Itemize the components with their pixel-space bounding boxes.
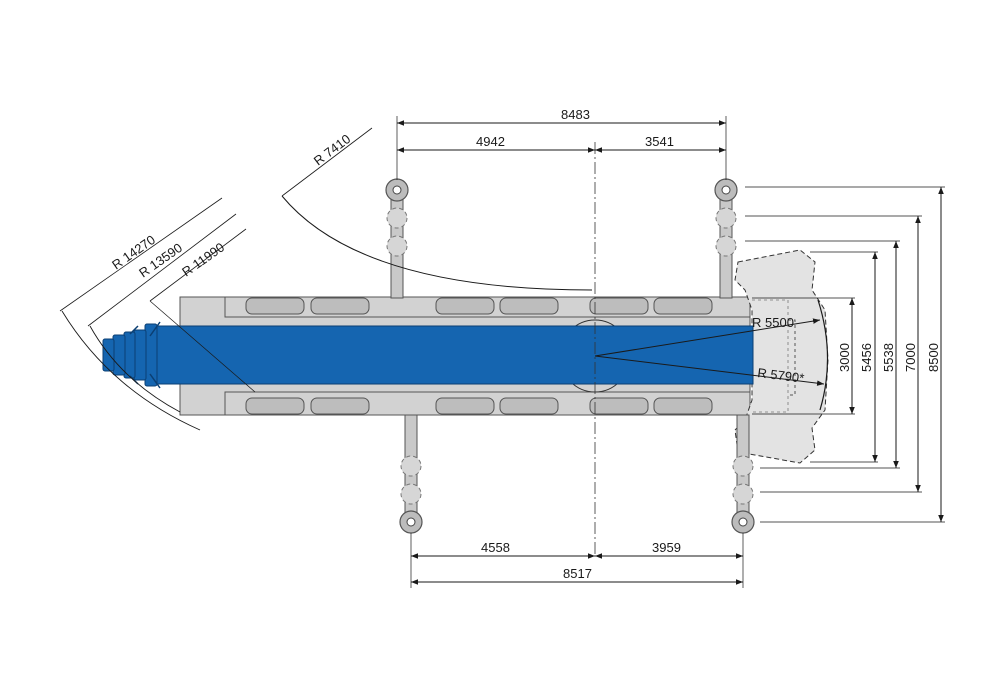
wheel: [310, 297, 370, 315]
radius-7410-arc: [281, 195, 593, 291]
radius-7410-leader: [281, 127, 373, 197]
tail-swing-arc: [817, 299, 829, 411]
driver-cab: [734, 249, 829, 464]
boom: [102, 321, 754, 389]
boom-radius-guide: [149, 300, 256, 393]
top-dimensions: 8483 4942 3541: [396, 107, 727, 180]
radius-label-5790: R 5790*: [757, 365, 805, 386]
wheel: [653, 297, 713, 315]
radius-5500-line: [594, 318, 821, 357]
wheel: [653, 397, 713, 415]
dimension-label-8500: 8500: [926, 343, 941, 372]
wheel: [435, 297, 495, 315]
dimension-label-top-total: 8483: [561, 107, 590, 122]
width-dimensions: 3000 5456 5538 7000 8500: [745, 186, 945, 523]
radius-13590-leader: [87, 213, 237, 327]
wheel: [310, 397, 370, 415]
dimension-label-bottom-right: 3959: [652, 540, 681, 555]
radius-13590-arc: [89, 325, 181, 413]
dimension-label-top-left: 4942: [476, 134, 505, 149]
radius-label-7410: R 7410: [311, 131, 354, 168]
dimension-label-5538: 5538: [881, 343, 896, 372]
radius-14270-arc: [61, 310, 201, 431]
dimension-label-3000: 3000: [837, 343, 852, 372]
wheel: [435, 397, 495, 415]
dimension-label-top-right: 3541: [645, 134, 674, 149]
wheel: [245, 297, 305, 315]
dimension-label-5456: 5456: [859, 343, 874, 372]
dimension-label-bottom-total: 8517: [563, 566, 592, 581]
radius-label-5500: R 5500: [752, 315, 794, 330]
outrigger-pads: [385, 178, 755, 534]
wheel: [499, 297, 559, 315]
dimension-label-7000: 7000: [903, 343, 918, 372]
boom-main: [154, 325, 754, 385]
wheel: [499, 397, 559, 415]
radius-14270-leader: [59, 197, 223, 312]
wheels-top: [245, 297, 713, 315]
dimension-label-bottom-left: 4558: [481, 540, 510, 555]
wheel: [589, 297, 649, 315]
wheel: [245, 397, 305, 415]
radius-label-11990: R 11990: [179, 240, 227, 280]
boom-head: [102, 338, 115, 372]
wheel: [589, 397, 649, 415]
radius-5790-line: [594, 355, 825, 386]
wheels-bottom: [245, 397, 713, 415]
bottom-dimensions: 4558 3959 8517: [410, 533, 744, 588]
radius-11990-leader: [149, 228, 247, 302]
